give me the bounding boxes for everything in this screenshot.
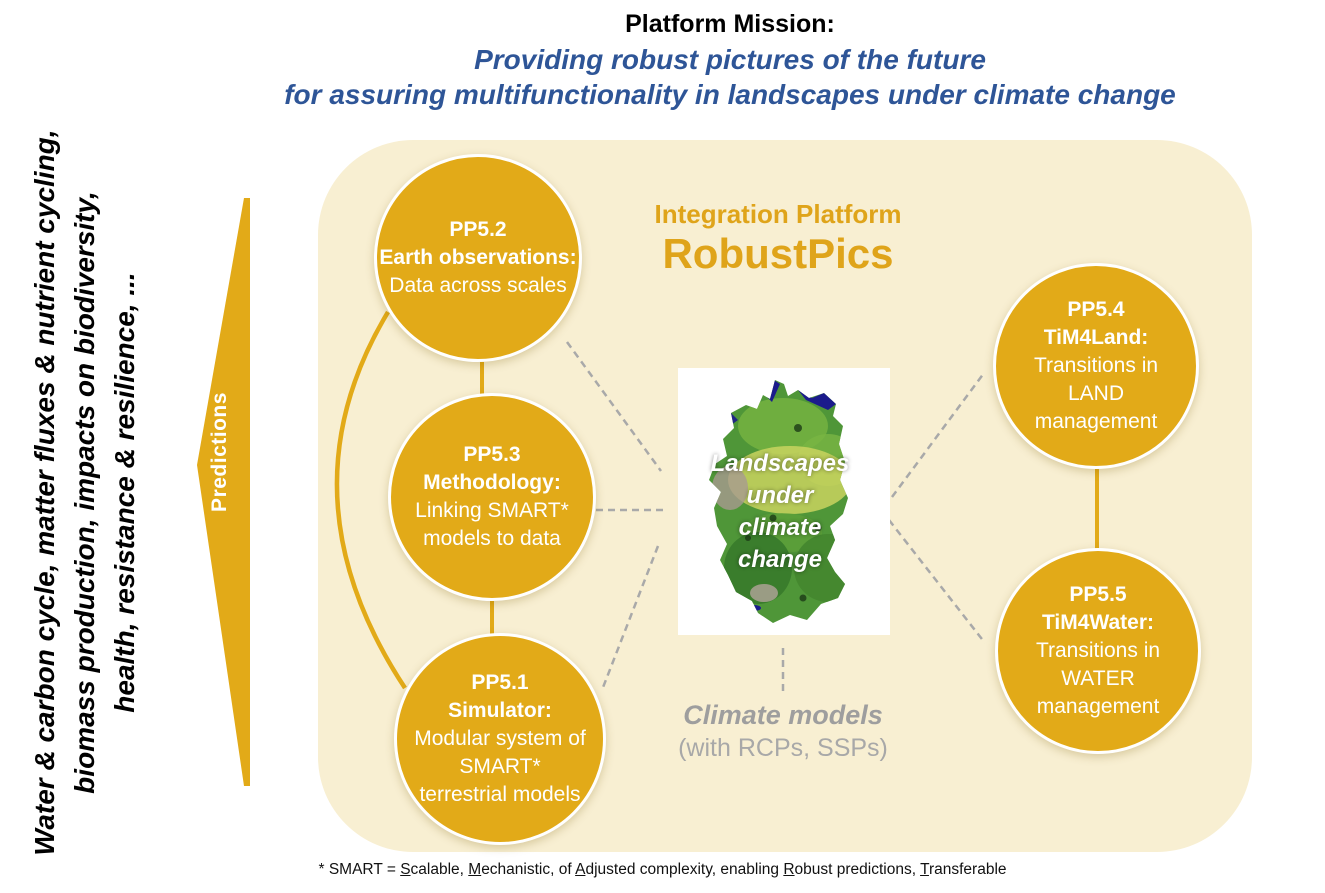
- circle-body-line: management: [1036, 695, 1160, 718]
- map-caption-line: change: [737, 546, 823, 573]
- map-caption-line: Landscapes: [710, 450, 850, 477]
- circle-code: PP5.4: [1067, 298, 1125, 321]
- dashed-pp52-map: [565, 341, 663, 472]
- circle-code: PP5.3: [463, 443, 521, 466]
- connector-arc-pp52-pp51: [334, 310, 407, 690]
- circle-code: PP5.1: [471, 671, 529, 694]
- circle-body-line: WATER: [1061, 667, 1135, 690]
- climate-models-subtitle: (with RCPs, SSPs): [678, 734, 888, 762]
- circle-body-line: Transitions in: [1033, 354, 1159, 377]
- circle-body-line: management: [1034, 410, 1158, 433]
- circle-code: PP5.2: [449, 218, 507, 241]
- circle-body-line: Data across scales: [389, 274, 567, 297]
- map-caption-line: climate: [738, 514, 822, 541]
- circle-pp54-tim4land: PP5.4 TiM4Land: Transitions in LAND mana…: [993, 263, 1199, 469]
- circle-heading: TiM4Water:: [1041, 611, 1154, 634]
- circle-body-line: LAND: [1067, 382, 1125, 405]
- circle-heading: Earth observations:: [379, 246, 577, 269]
- mission-title: Platform Mission:: [625, 10, 835, 38]
- circle-body-line: terrestrial models: [419, 783, 581, 806]
- predictions-arrow: [197, 198, 250, 786]
- smart-footnote: * SMART = Scalable, Mechanistic, of Adju…: [318, 861, 1007, 878]
- circle-heading: Methodology:: [423, 471, 561, 494]
- germany-map-graphic: [709, 380, 848, 623]
- germany-map-image: Landscapes under climate change: [678, 368, 890, 635]
- dashed-map-pp55: [888, 519, 986, 644]
- circle-body-line: models to data: [423, 527, 561, 550]
- platform-mission-block: Platform Mission: Providing robust pictu…: [140, 6, 1320, 112]
- map-caption: Landscapes under climate change: [678, 448, 882, 576]
- mission-statement-line-1: Providing robust pictures of the future: [474, 44, 986, 75]
- climate-models-title: Climate models: [683, 700, 883, 730]
- circle-body-line: Linking SMART*: [415, 499, 569, 522]
- integration-platform-header: Integration Platform: [654, 199, 902, 229]
- mission-statement-line-2: for assuring multifunctionality in lands…: [284, 79, 1176, 110]
- panel-title-block: Integration Platform RobustPics: [578, 198, 978, 278]
- circle-heading: Simulator:: [448, 699, 552, 722]
- circle-pp52-earth-observations: PP5.2 Earth observations: Data across sc…: [374, 154, 582, 362]
- map-caption-line: under: [746, 482, 814, 509]
- circle-pp51-simulator: PP5.1 Simulator: Modular system of SMART…: [394, 633, 606, 845]
- dashed-map-pp51: [600, 545, 660, 691]
- dashed-map-pp54: [890, 372, 986, 498]
- circle-pp55-tim4water: PP5.5 TiM4Water: Transitions in WATER ma…: [995, 548, 1201, 754]
- circle-body-line: SMART*: [459, 755, 541, 778]
- climate-models-label: Climate models (with RCPs, SSPs): [633, 699, 933, 764]
- predictions-arrow-label: Predictions: [208, 392, 231, 512]
- circle-body-line: Transitions in: [1035, 639, 1161, 662]
- platform-name: RobustPics: [662, 230, 894, 277]
- circle-pp53-methodology: PP5.3 Methodology: Linking SMART* models…: [388, 393, 596, 601]
- circle-body-line: Modular system of: [414, 727, 586, 750]
- circle-heading: TiM4Land:: [1043, 326, 1149, 349]
- circle-code: PP5.5: [1069, 583, 1127, 606]
